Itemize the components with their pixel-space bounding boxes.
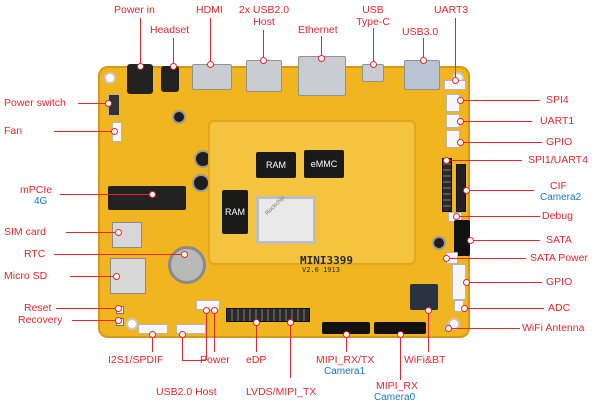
sata-connector: [454, 220, 470, 256]
label-spi1-uart4: SPI1/UART4: [528, 154, 588, 166]
capacitor: [432, 236, 446, 250]
label-gpio-bottom: GPIO: [546, 276, 573, 288]
label-usb-typec-line2: Type-C: [356, 16, 390, 28]
label-mipi-rx-tx: MIPI_RX/TX: [316, 354, 375, 366]
label-power-bottom: Power: [200, 354, 230, 366]
label-usb30: USB3.0: [402, 26, 439, 38]
mounting-hole: [104, 72, 116, 84]
label-rtc: RTC: [24, 248, 46, 260]
mounting-hole: [126, 318, 138, 330]
spi1-uart4-header: [442, 158, 452, 212]
label-i2s1-spdif: I2S1/SPDIF: [108, 354, 164, 366]
ethernet-port: [298, 56, 346, 96]
label-cif-camera2: Camera2: [540, 192, 582, 203]
label-gpio-top: GPIO: [546, 136, 573, 148]
board-model-silkscreen: MINI3399: [300, 254, 353, 267]
label-sata: SATA: [546, 234, 572, 246]
mipi-rx-tx-connector: [322, 322, 370, 334]
label-lvds-mipi-tx: LVDS/MIPI_TX: [246, 386, 317, 398]
label-cif: CIF: [550, 180, 567, 192]
label-wifi-bt: WiFi&BT: [404, 354, 446, 366]
label-edp: eDP: [246, 354, 267, 366]
label-mipi-rx: MIPI_RX: [376, 380, 419, 392]
mipi-rx-connector: [374, 322, 426, 334]
label-spi4: SPI4: [546, 94, 569, 106]
label-power-switch: Power switch: [4, 97, 66, 109]
label-uart1: UART1: [540, 115, 575, 127]
ram-chip-2: RAM: [222, 190, 248, 234]
label-usb20-host-top-line1: 2x USB2.0: [238, 4, 290, 16]
label-recovery: Recovery: [18, 314, 63, 326]
label-hdmi: HDMI: [196, 4, 223, 16]
usb20-host-port: [246, 60, 282, 92]
capacitor: [172, 110, 186, 124]
ram-chip: RAM: [256, 152, 296, 178]
label-fan: Fan: [4, 125, 23, 137]
wifi-bt-module: [410, 284, 438, 310]
label-mpcie-4g: 4G: [34, 196, 48, 207]
label-sata-power: SATA Power: [530, 252, 588, 264]
board-version-silkscreen: V2.0 1913: [302, 266, 340, 274]
label-reset: Reset: [24, 302, 52, 314]
label-mipi-rx-tx-camera1: Camera1: [324, 366, 366, 377]
emmc-chip: eMMC: [304, 150, 344, 178]
lvds-mipi-tx-header: [226, 308, 310, 322]
label-sim-card: SIM card: [4, 226, 47, 238]
label-debug: Debug: [542, 210, 573, 222]
label-usb-typec-line1: USB: [362, 4, 384, 16]
usb20-host-bottom-connector: [176, 324, 206, 334]
mpcie-slot: [108, 186, 186, 210]
label-mpcie: mPCIe: [20, 184, 53, 196]
label-uart3: UART3: [434, 4, 469, 16]
label-wifi-antenna: WiFi Antenna: [522, 322, 585, 334]
hdmi-port: [192, 64, 232, 90]
label-adc: ADC: [548, 302, 571, 314]
rk3399-soc: Rockchip: [256, 195, 316, 244]
label-usb20-host-bottom: USB2.0 Host: [156, 386, 217, 398]
soc-marking: Rockchip: [264, 195, 287, 217]
usb30-port: [404, 60, 440, 90]
label-micro-sd: Micro SD: [4, 270, 48, 282]
label-usb20-host-top-line2: Host: [253, 16, 275, 28]
label-headset: Headset: [150, 24, 190, 36]
label-power-in: Power in: [114, 4, 155, 16]
label-mipi-rx-camera0: Camera0: [374, 392, 416, 403]
headset-jack: [161, 66, 179, 92]
label-ethernet: Ethernet: [298, 24, 338, 36]
